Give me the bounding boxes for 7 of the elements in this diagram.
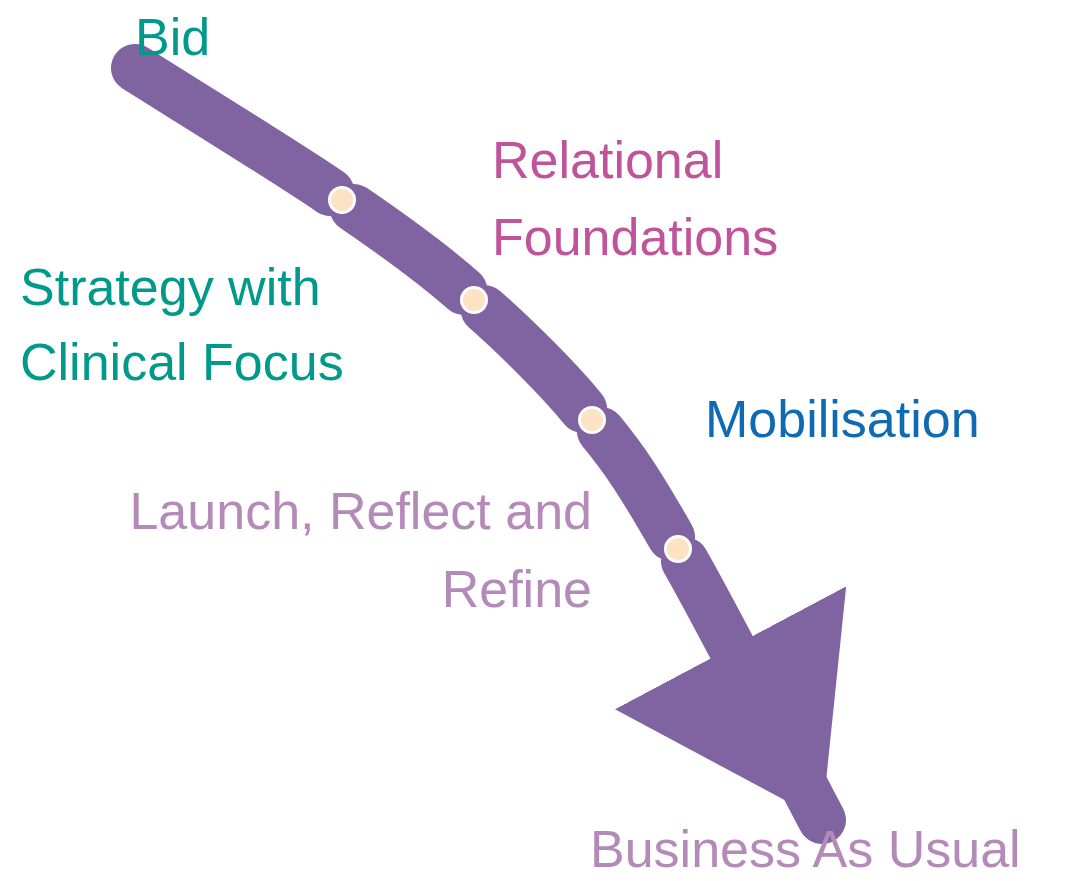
stage-label: Strategy with Clinical Focus: [20, 257, 345, 393]
stage-label: Mobilisation: [705, 389, 981, 450]
curved-arrow: [615, 537, 847, 844]
start-label: Bid: [135, 6, 211, 68]
stage-label: Launch, Reflect and Refine: [128, 481, 592, 620]
end-label: Business As Usual: [590, 818, 1021, 880]
stage-label: Relational Foundations: [492, 130, 780, 268]
